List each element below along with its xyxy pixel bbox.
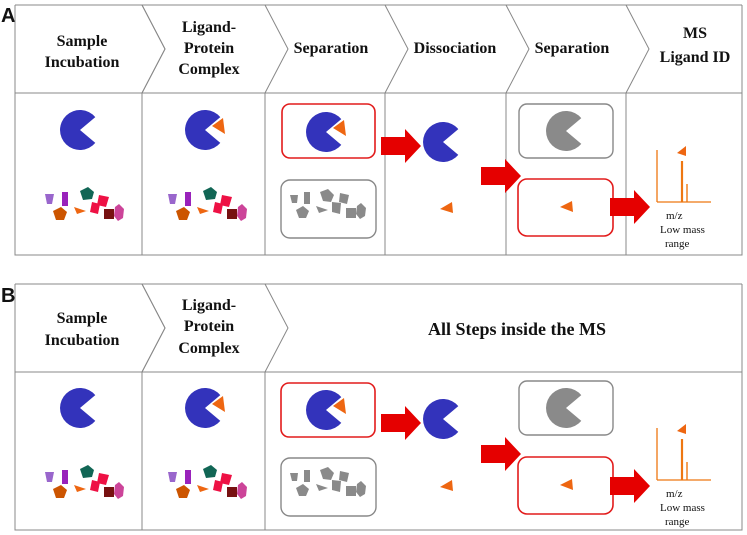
- protein-waste-box: [518, 103, 614, 159]
- unbound-box: [280, 179, 377, 239]
- step-a2-line3: Complex: [178, 61, 239, 78]
- ligand-triangle-icon: [333, 398, 346, 414]
- step-a1-line2: Incubation: [45, 54, 120, 71]
- step-a4-line1: Dissociation: [414, 40, 497, 57]
- pacman-protein-icon: [185, 388, 221, 428]
- pacman-protein-icon: [423, 122, 459, 162]
- step-b2-line1: Ligand-: [182, 297, 236, 314]
- small-molecule-mixture-icon: [45, 187, 124, 221]
- red-arrow-icon: [381, 406, 421, 440]
- step-a2-line1: Ligand-: [182, 19, 236, 36]
- spectrum-a-xlabel: m/z: [666, 210, 683, 222]
- pacman-protein-icon: [60, 388, 96, 428]
- step-a5-line1: Separation: [535, 40, 610, 57]
- protein-ligand-complex-icon: [306, 390, 342, 430]
- step-b1-line1: Sample: [57, 310, 108, 327]
- protein-ligand-complex-icon: [306, 112, 342, 152]
- complex-box: [281, 103, 376, 159]
- panel-a-body: m/z Low mass range: [45, 103, 713, 250]
- panel-a: [14, 4, 743, 256]
- complex-box: [280, 382, 376, 438]
- spectrum-a-note2: range: [665, 238, 690, 250]
- spectrum-b-note1: Low mass: [660, 502, 705, 514]
- small-molecule-mixture-icon: [45, 465, 124, 499]
- step-a6-line2: Ligand ID: [660, 49, 731, 66]
- step-a1-line1: Sample: [57, 33, 108, 50]
- mass-spectrum-icon: [655, 144, 713, 204]
- mass-spectrum-icon: [655, 422, 713, 482]
- pacman-protein-icon: [60, 110, 96, 150]
- step-b2-line3: Complex: [178, 340, 239, 357]
- panel-b-headers: Sample Incubation Ligand- Protein Comple…: [45, 297, 606, 357]
- ligand-triangle-icon: [440, 480, 453, 491]
- step-a6-line1: MS: [683, 25, 707, 42]
- spectrum-b-xlabel: m/z: [666, 488, 683, 500]
- step-a2-line2: Protein: [184, 40, 234, 57]
- small-molecule-mixture-icon: [168, 465, 247, 499]
- spectrum-b-note2: range: [665, 516, 690, 528]
- red-arrow-icon: [610, 469, 650, 503]
- red-arrow-icon: [481, 159, 521, 193]
- ligand-triangle-icon: [212, 396, 225, 412]
- protein-waste-box: [518, 380, 614, 436]
- panel-b: [14, 283, 743, 531]
- step-a3-line1: Separation: [294, 40, 369, 57]
- ligand-triangle-icon: [560, 201, 573, 212]
- pacman-protein-icon: [546, 111, 582, 151]
- ligand-triangle-icon: [440, 202, 453, 213]
- ligand-triangle-icon: [560, 479, 573, 490]
- ligand-triangle-icon: [212, 118, 225, 134]
- panel-b-body: m/z Low mass range: [45, 380, 713, 528]
- merged-step-label: All Steps inside the MS: [428, 319, 606, 339]
- red-arrow-icon: [610, 190, 650, 224]
- red-arrow-icon: [481, 437, 521, 471]
- ligand-triangle-icon: [333, 120, 346, 136]
- pacman-protein-icon: [423, 399, 459, 439]
- panel-a-headers: Sample Incubation Ligand- Protein Comple…: [45, 19, 731, 78]
- step-b2-line2: Protein: [184, 318, 234, 335]
- panel-b-letter: B: [1, 285, 15, 307]
- small-molecule-mixture-icon: [168, 187, 247, 221]
- unbound-box: [280, 457, 377, 517]
- panel-a-letter: A: [1, 5, 15, 27]
- pacman-protein-icon: [546, 388, 582, 428]
- pacman-protein-icon: [185, 110, 221, 150]
- spectrum-a-note1: Low mass: [660, 224, 705, 236]
- unbound-molecules-icon: [290, 189, 366, 219]
- red-arrow-icon: [381, 129, 421, 163]
- unbound-molecules-icon: [290, 467, 366, 497]
- step-b1-line2: Incubation: [45, 332, 120, 349]
